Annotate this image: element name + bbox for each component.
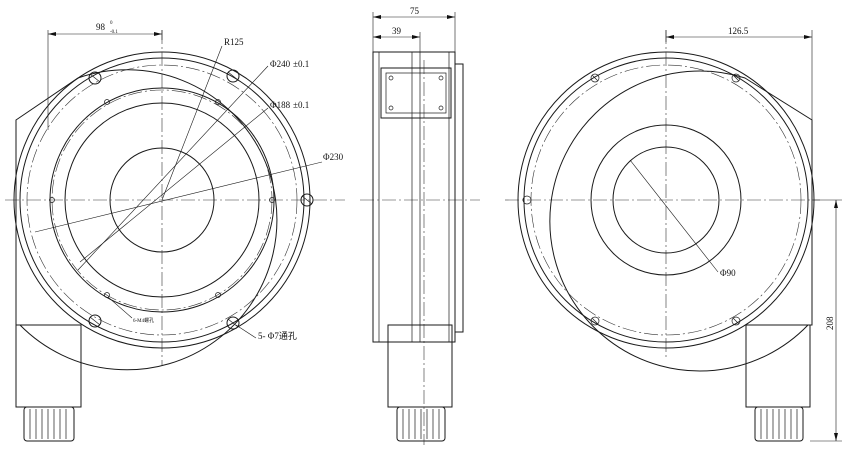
- through-hole-4: [226, 316, 240, 330]
- dim75-arrow-left: [373, 15, 381, 19]
- connector-nut: [23, 406, 75, 442]
- dia240-tol: ±0.1: [293, 59, 309, 69]
- dia90-leader: [629, 159, 719, 273]
- dim208-arrow-top: [834, 200, 838, 208]
- rear-hole-5-mark: [732, 317, 740, 325]
- rear-hole-4: [590, 316, 600, 326]
- plate-screw-3: [388, 105, 394, 111]
- side-flange: [454, 63, 464, 333]
- dim39-arrow-left: [373, 35, 381, 39]
- front-tapped-holes: [49, 99, 275, 298]
- side-view: 75 39: [360, 6, 480, 445]
- dim98-label: 98: [96, 22, 106, 32]
- side-connector-nut: [396, 406, 446, 442]
- rear-hole-2: [731, 73, 741, 83]
- dim98-arrow-left: [48, 32, 56, 36]
- through-hole-5-mark: [89, 316, 101, 326]
- front-ring-circle: [49, 87, 275, 313]
- holes-label: 5- Φ7通孔: [258, 331, 297, 341]
- dim75-arrow-right: [447, 15, 455, 19]
- side-label-plate: [380, 67, 452, 119]
- dim75-label: 75: [410, 6, 420, 16]
- rear-bore-circle: [612, 146, 720, 254]
- tapped-hole-3: [269, 197, 275, 203]
- through-hole-3: [300, 193, 314, 207]
- front-bore-circle: [109, 147, 215, 253]
- plate-screw-2: [438, 75, 444, 81]
- through-hole-5: [88, 314, 102, 328]
- front-view: 98 0 -0.1 R125 Φ240 ±0.1 Φ188 ±0.1 Φ230 …: [5, 21, 345, 442]
- rear-hole-3: [522, 195, 532, 205]
- dia230-leader: [34, 161, 323, 233]
- tapped-hole-4: [215, 292, 221, 298]
- through-hole-4-mark: [227, 318, 239, 328]
- front-outer-body: [15, 69, 278, 371]
- dim126-arrow-left: [666, 35, 674, 39]
- side-label-plate-inner: [385, 72, 447, 114]
- connector-body: [15, 324, 82, 408]
- r125-leader: [161, 45, 223, 201]
- tapped-hole-1: [104, 99, 110, 105]
- r125-label: R125: [224, 37, 244, 47]
- dim39-label: 39: [392, 26, 402, 36]
- rear-ring-circle: [590, 124, 742, 276]
- plate-screw-4: [438, 105, 444, 111]
- dia188-label: Φ188: [270, 100, 291, 110]
- dim98-tol-upper: 0: [110, 21, 113, 26]
- side-main-body: [372, 51, 456, 343]
- plate-screw-1: [388, 75, 394, 81]
- rear-view: 126.5 Φ90 208: [505, 26, 842, 442]
- dim208-label: 208: [825, 316, 835, 330]
- front-through-holes: [88, 69, 314, 330]
- front-inner-pcd-circle: [51, 89, 273, 311]
- front-flange-circle: [19, 57, 305, 343]
- small-note-leader: [107, 296, 133, 319]
- dim98-tol-lower: -0.1: [110, 30, 118, 35]
- rear-hole-2-mark: [732, 74, 740, 82]
- rear-connector-nut: [754, 406, 804, 442]
- dia90-label: Φ90: [720, 268, 736, 278]
- dia188-leader: [79, 107, 269, 263]
- dia240-leader: [77, 65, 269, 271]
- tapped-hole-5: [104, 292, 110, 298]
- through-hole-1-mark: [89, 73, 101, 83]
- through-hole-3-mark: [301, 195, 313, 205]
- dia188-tol: ±0.1: [293, 100, 309, 110]
- dim39-arrow-right: [412, 35, 420, 39]
- rear-hole-1-mark: [591, 74, 599, 82]
- front-connector: [15, 324, 82, 442]
- front-inner-ring-circle: [64, 102, 260, 298]
- front-outer-circle: [13, 51, 311, 349]
- dia230-label: Φ230: [323, 152, 344, 162]
- dim208-arrow-bottom: [834, 433, 838, 441]
- rear-hole-5: [731, 316, 741, 326]
- through-hole-1: [88, 71, 102, 85]
- tapped-hole-6: [49, 197, 55, 203]
- dia240-label: Φ240: [270, 59, 291, 69]
- rear-hole-4-mark: [591, 317, 599, 325]
- holes-leader: [235, 324, 257, 339]
- dim126-arrow-right: [804, 35, 812, 39]
- rear-connector-body: [745, 324, 811, 408]
- rear-flange-circle: [523, 57, 809, 343]
- front-pcd-circle: [26, 64, 298, 336]
- rear-hole-1: [590, 73, 600, 83]
- through-hole-2: [226, 69, 240, 83]
- through-hole-2-mark: [227, 71, 239, 81]
- small-note-label: 6-M4螺孔: [133, 317, 154, 324]
- dim98-arrow-right: [154, 32, 162, 36]
- dim126-label: 126.5: [728, 26, 749, 36]
- tapped-hole-2: [215, 99, 221, 105]
